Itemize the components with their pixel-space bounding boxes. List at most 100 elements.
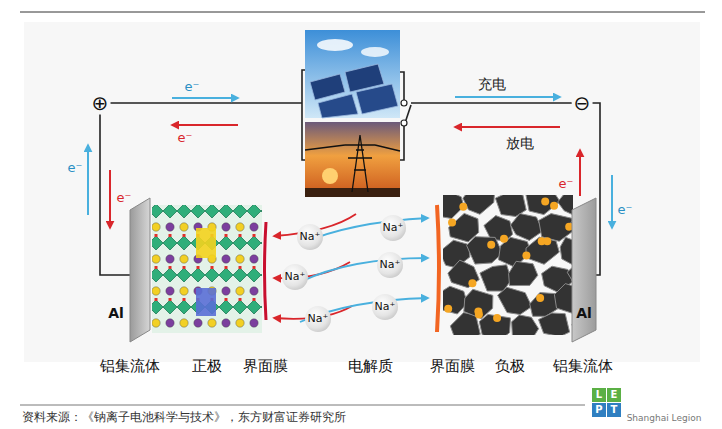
sodium-site — [152, 319, 160, 327]
octahedron — [152, 300, 163, 314]
octahedron — [177, 236, 191, 250]
part-label: 正极 — [192, 358, 222, 375]
sodium-dot — [541, 198, 549, 206]
current-collector-plate — [130, 198, 150, 342]
sodium-ion: Na⁺ — [297, 224, 323, 250]
electron-label: e⁻ — [178, 131, 193, 146]
sodium-site — [152, 255, 160, 263]
part-label: 界面膜 — [430, 358, 475, 375]
oxygen-atom — [239, 266, 242, 269]
terminal-sign: ⊕ — [90, 92, 111, 115]
material-label: Al — [108, 305, 124, 321]
hard-carbon-particle — [467, 237, 503, 264]
part-label: 界面膜 — [243, 358, 288, 375]
oxygen-atom — [197, 266, 200, 269]
top-rule — [20, 12, 705, 13]
sodium-site — [236, 223, 244, 231]
oxygen-atom — [225, 234, 228, 237]
oxygen-atom — [253, 234, 256, 237]
sodium-site — [208, 319, 216, 327]
sodium-site — [222, 255, 230, 263]
octahedron — [247, 236, 261, 250]
electron-label: e⁻ — [618, 203, 633, 218]
sodium-site — [236, 287, 244, 295]
material-label: Al — [576, 305, 592, 321]
hard-carbon-particle — [526, 195, 561, 215]
oxygen-atom — [169, 298, 172, 301]
hard-carbon-particle — [558, 195, 573, 217]
hard-carbon-particle — [554, 284, 573, 314]
oxygen-atom — [155, 298, 158, 301]
hard-carbon-particle — [509, 261, 538, 285]
octahedron — [261, 300, 262, 314]
sodium-site — [236, 319, 244, 327]
sodium-site — [166, 319, 174, 327]
sodium-site — [180, 223, 188, 231]
octahedron — [205, 268, 219, 282]
octahedron — [191, 268, 205, 282]
terminal-sign: ⊖ — [572, 92, 593, 115]
part-label: 铝集流体 — [100, 358, 160, 375]
sodium-dot — [468, 279, 476, 287]
discharge-label: 放电 — [506, 135, 534, 151]
octahedron — [219, 205, 233, 218]
cathode-ground — [152, 205, 262, 333]
oxygen-atom — [239, 234, 242, 237]
oxygen-atom — [169, 266, 172, 269]
watermark: Shanghai Legion — [627, 413, 702, 423]
sodium-dot — [522, 252, 530, 260]
sodium-dot — [448, 218, 456, 226]
octahedron — [219, 268, 233, 282]
octahedron — [233, 236, 247, 250]
sodium-site — [222, 223, 230, 231]
oxygen-atom — [169, 234, 172, 237]
octahedron — [163, 268, 177, 282]
sodium-ion: Na⁺ — [372, 294, 398, 320]
sodium-site — [236, 255, 244, 263]
sodium-site — [250, 255, 258, 263]
sodium-site — [250, 319, 258, 327]
octahedron — [177, 300, 191, 314]
part-label: 电解质 — [348, 358, 393, 375]
sodium-site — [250, 223, 258, 231]
sodium-ion: Na⁺ — [282, 264, 308, 290]
sodium-site — [180, 287, 188, 295]
current-collector: Al铝集流体 — [572, 198, 596, 342]
octahedron — [163, 236, 177, 250]
octahedron — [219, 236, 233, 250]
part-label: 铝集流体 — [553, 358, 613, 375]
sodium-site — [222, 319, 230, 327]
sodium-site — [166, 287, 174, 295]
anode-particles — [443, 195, 573, 335]
oxygen-atom — [155, 234, 158, 237]
part-label: 负极 — [495, 358, 525, 375]
hard-carbon-particle — [560, 237, 573, 267]
interface-film-line — [265, 222, 267, 320]
electron-label: e⁻ — [117, 191, 132, 206]
hard-carbon-particle — [511, 214, 543, 241]
sodium-site — [166, 255, 174, 263]
sodium-dot — [487, 241, 495, 249]
sodium-site — [222, 287, 230, 295]
sodium-dot — [536, 294, 544, 302]
electron-label: e⁻ — [185, 80, 200, 95]
sodium-site — [250, 287, 258, 295]
charge-label: 充电 — [478, 76, 506, 92]
figure-ground — [24, 22, 700, 362]
oxygen-atom — [183, 234, 186, 237]
sodium-ion: Na⁺ — [377, 252, 403, 278]
octahedron — [177, 205, 191, 218]
octahedron — [233, 300, 247, 314]
octahedron — [152, 268, 163, 282]
sodium-site — [180, 319, 188, 327]
sodium-dot — [475, 311, 483, 319]
switch-contact — [401, 100, 407, 106]
octahedron — [177, 268, 191, 282]
octahedron — [233, 205, 247, 218]
hard-carbon-particle — [512, 315, 539, 335]
octahedron — [247, 268, 261, 282]
current-collector-plate — [572, 198, 596, 342]
hard-carbon-particle — [495, 195, 526, 217]
sodium-site — [166, 223, 174, 231]
